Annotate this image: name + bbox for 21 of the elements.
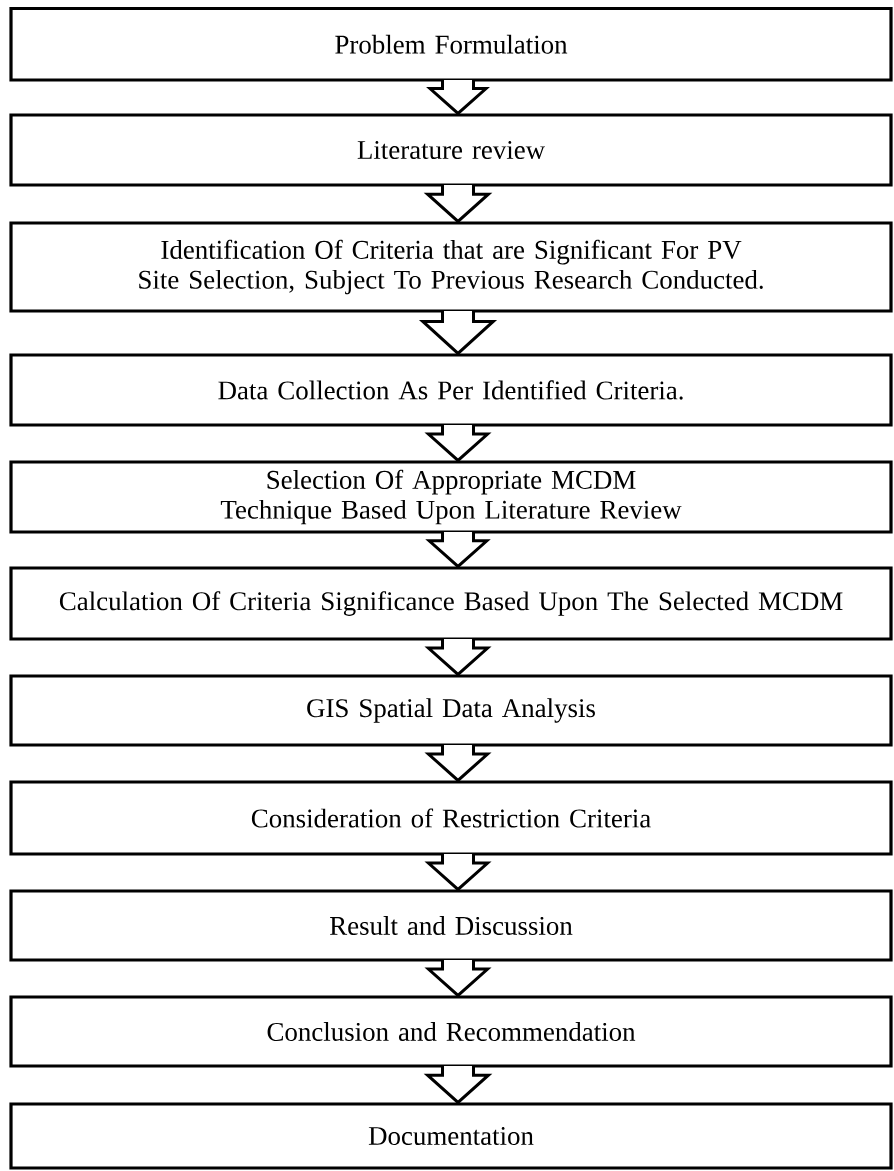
- process-box: Consideration of Restriction Criteria: [9, 780, 893, 856]
- process-box: Selection Of Appropriate MCDM Technique Based Upon Literature Review: [9, 460, 893, 534]
- block-arrow: [418, 309, 498, 356]
- block-arrow: [424, 958, 492, 998]
- block-arrow: [424, 743, 492, 783]
- block-arrow: [423, 1064, 493, 1105]
- block-arrow: [423, 183, 493, 224]
- block-arrow: [424, 852, 492, 892]
- block-arrow: [425, 530, 491, 569]
- process-box: Literature review: [9, 113, 893, 187]
- block-arrow: [424, 423, 492, 463]
- process-box: Data Collection As Per Identified Criteria.: [9, 353, 893, 427]
- process-box: Identification Of Criteria that are Significant For PV Site Selection, Subject To Previous Research Conducted.: [9, 221, 893, 313]
- process-box: Result and Discussion: [9, 889, 893, 962]
- block-arrow: [426, 78, 490, 116]
- process-box: Documentation: [9, 1102, 893, 1170]
- process-box: Calculation Of Criteria Significance Based Upon The Selected MCDM: [9, 566, 893, 641]
- process-box: Problem Formulation: [9, 6, 893, 82]
- process-box: GIS Spatial Data Analysis: [9, 674, 893, 747]
- process-box: Conclusion and Recommendation: [9, 995, 893, 1068]
- block-arrow: [424, 637, 492, 677]
